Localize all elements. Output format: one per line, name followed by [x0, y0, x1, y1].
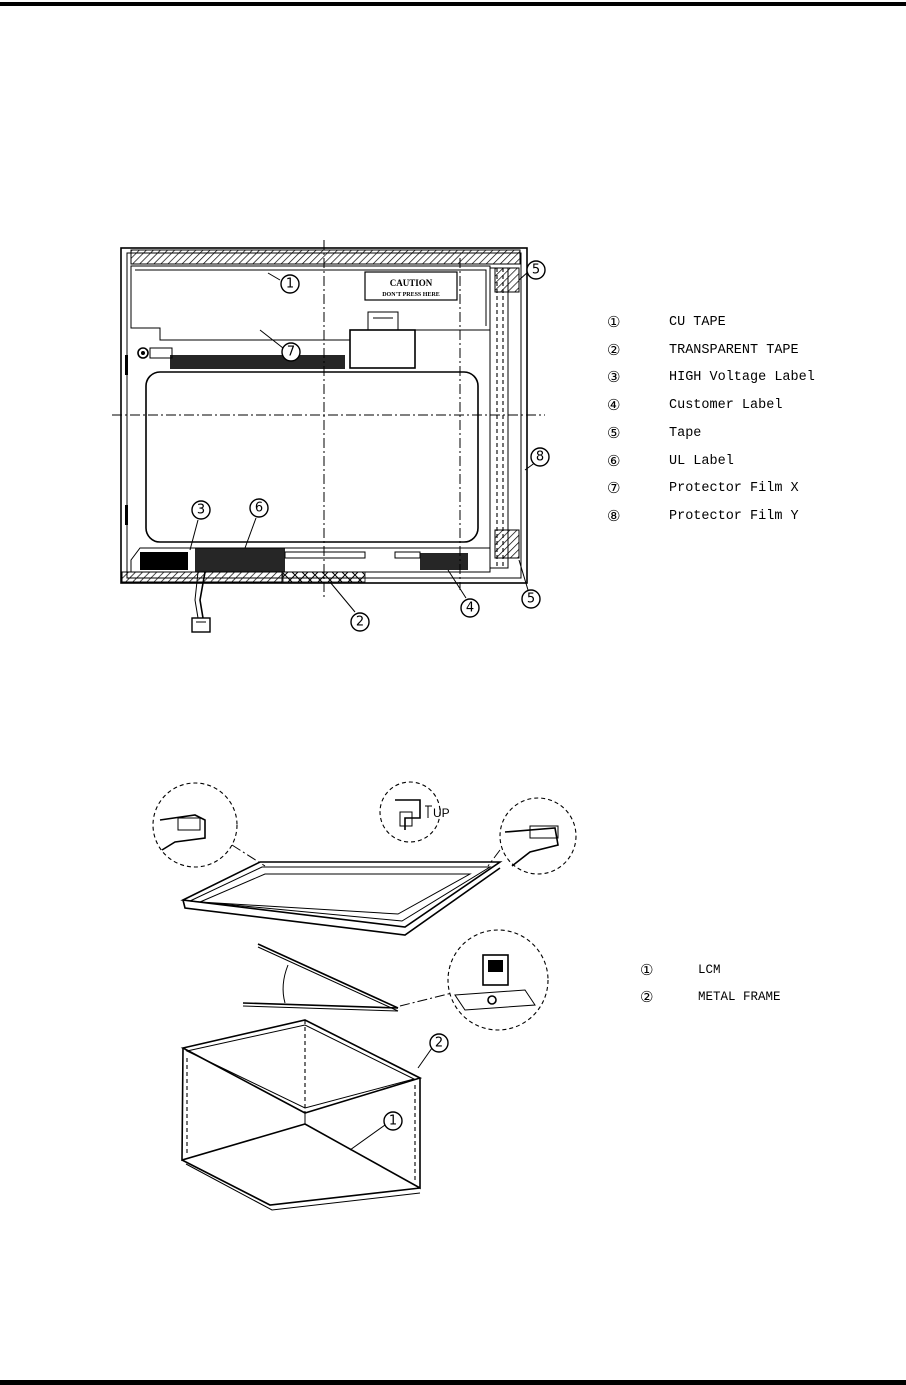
callout-4: 4 [460, 598, 480, 618]
caution-title: CAUTION [390, 278, 433, 288]
svg-text:2: 2 [435, 1036, 443, 1051]
svg-text:4: 4 [466, 601, 474, 616]
caution-subtitle: DON'T PRESS HERE [382, 292, 440, 298]
svg-text:1: 1 [286, 277, 294, 292]
svg-text:5: 5 [527, 592, 535, 607]
packing-drawing: UP 2 1 [152, 781, 577, 1211]
callout-5-bottom: 5 [521, 589, 541, 609]
top-rule [0, 2, 906, 6]
bottom-rule [0, 1380, 906, 1385]
up-label: UP [433, 806, 450, 820]
svg-text:2: 2 [356, 615, 364, 630]
svg-text:5: 5 [532, 263, 540, 278]
svg-text:8: 8 [536, 450, 544, 465]
callout-6: 6 [249, 498, 269, 518]
caution-label [364, 271, 458, 301]
svg-text:7: 7 [287, 345, 295, 360]
callout-7: 7 [281, 342, 301, 362]
svg-text:6: 6 [255, 501, 263, 516]
callout-1: 1 [280, 274, 300, 294]
callout-8: 8 [530, 447, 550, 467]
fig2-callout-2: 2 [429, 1033, 449, 1053]
callout-5-top: 5 [526, 260, 546, 280]
fig2-callout-1: 1 [383, 1111, 403, 1131]
callout-3: 3 [191, 500, 211, 520]
svg-text:3: 3 [197, 503, 205, 518]
svg-text:1: 1 [389, 1114, 397, 1129]
callout-2: 2 [350, 612, 370, 632]
lcd-panel-drawing: CAUTION DON'T PRESS HERE [112, 240, 550, 633]
